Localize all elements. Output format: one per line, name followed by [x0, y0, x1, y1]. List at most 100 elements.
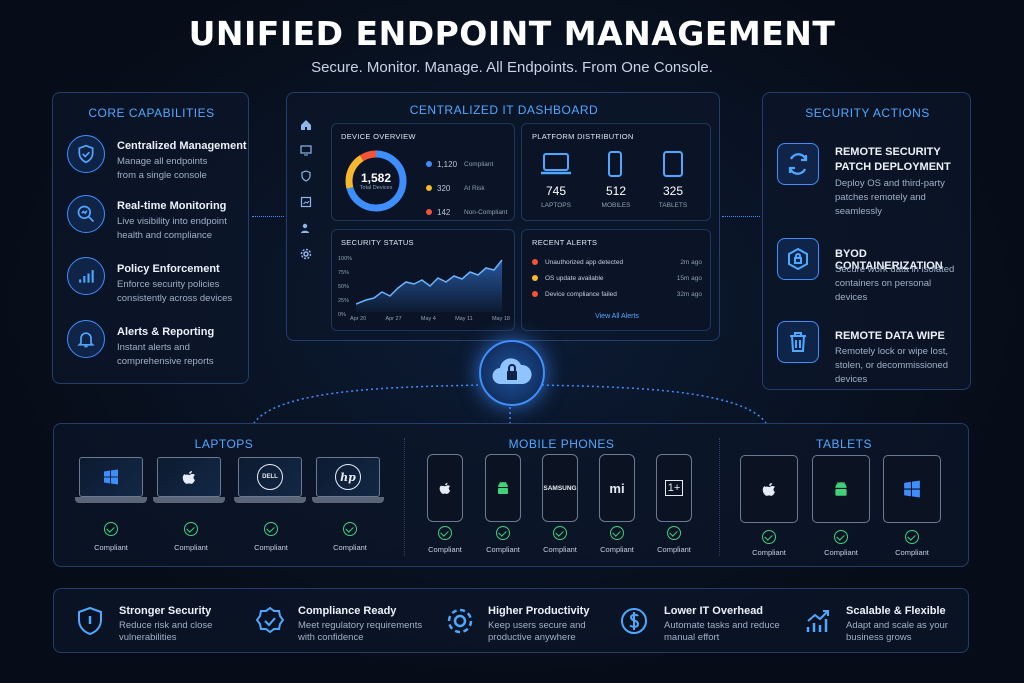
- phone-oneplus[interactable]: 1+: [656, 454, 692, 522]
- cloud-connector-lines: [253, 384, 767, 425]
- tablets-count: 325: [662, 184, 684, 198]
- compliant-check-icon: [610, 526, 624, 540]
- connector-line: [252, 216, 284, 217]
- core-item-title: Alerts & Reporting: [117, 326, 215, 338]
- phone-apple[interactable]: [427, 454, 463, 522]
- page-subtitle: Secure. Monitor. Manage. All Endpoints. …: [311, 59, 713, 76]
- badge-check-icon: [252, 603, 288, 639]
- phone-samsung[interactable]: SAMSUNG: [542, 454, 578, 522]
- device-status-label: Compliant: [657, 545, 691, 554]
- donut-segment-at-risk: [345, 150, 407, 212]
- core-item-title: Centralized Management: [117, 140, 247, 152]
- laptops-count: 745: [545, 184, 567, 198]
- monitor-icon[interactable]: [300, 144, 312, 156]
- donut-segment-non-compliant: [345, 150, 407, 212]
- tablet-apple[interactable]: [740, 455, 798, 523]
- compliant-check-icon: [184, 522, 198, 536]
- page-title: UNIFIED ENDPOINT MANAGEMENT: [188, 14, 836, 53]
- dashboard-panel: CENTRALIZED IT DASHBOARD DEVICE OVERVIEW…: [286, 92, 720, 341]
- reports-icon[interactable]: [300, 196, 312, 208]
- apple-logo-icon: [182, 471, 195, 484]
- shield-check-icon: [67, 135, 105, 173]
- laptop-icon: [541, 153, 571, 175]
- platform-distribution-card: PLATFORM DISTRIBUTION 745 512 325 LAPTOP…: [521, 123, 711, 221]
- apple-logo-icon: [762, 483, 775, 496]
- view-all-alerts-link[interactable]: View All Alerts: [595, 313, 639, 320]
- total-devices-value: 1,582: [360, 171, 392, 185]
- phone-android[interactable]: [485, 454, 521, 522]
- tablet-android[interactable]: [812, 455, 870, 523]
- tablet-windows[interactable]: [883, 455, 941, 523]
- container-lock-icon: [777, 238, 819, 280]
- device-status-label: Compliant: [824, 548, 858, 557]
- compliant-check-icon: [905, 530, 919, 544]
- shield-nav-icon[interactable]: [300, 170, 312, 182]
- laptop-hp[interactable]: hp: [312, 457, 384, 505]
- device-status-label: Compliant: [428, 545, 462, 554]
- benefit-title: Higher Productivity: [488, 605, 590, 617]
- compliant-check-icon: [438, 526, 452, 540]
- home-icon[interactable]: [300, 119, 312, 131]
- phone-xiaomi[interactable]: mi: [599, 454, 635, 522]
- benefit-title: Scalable & Flexible: [846, 605, 946, 617]
- windows-logo-icon: [104, 469, 118, 485]
- divider: [404, 438, 405, 556]
- connector-line: [722, 216, 760, 217]
- core-capabilities-heading: CORE CAPABILITIES: [88, 106, 215, 120]
- divider: [719, 438, 720, 556]
- android-logo-icon: [835, 481, 847, 496]
- bell-icon: [67, 320, 105, 358]
- mobile-phones-heading: MOBILE PHONES: [508, 437, 615, 451]
- total-devices-label: Total Devices: [359, 185, 393, 191]
- compliant-check-icon: [667, 526, 681, 540]
- security-status-area-chart: [356, 259, 503, 312]
- gear-icon: [442, 603, 478, 639]
- device-donut-chart: [345, 150, 407, 212]
- laptops-label: LAPTOPS: [541, 202, 571, 209]
- laptops-heading: LAPTOPS: [194, 437, 254, 451]
- device-status-label: Compliant: [543, 545, 577, 554]
- magnifier-chart-icon: [67, 195, 105, 233]
- users-icon[interactable]: [300, 222, 312, 234]
- mobiles-count: 512: [605, 184, 627, 198]
- laptop-dell[interactable]: DELL: [234, 457, 306, 505]
- trash-icon: [777, 321, 819, 363]
- compliant-check-icon: [553, 526, 567, 540]
- gear-icon[interactable]: [300, 248, 312, 260]
- tablets-heading: TABLETS: [816, 437, 872, 451]
- device-status-label: Compliant: [174, 543, 208, 552]
- core-item-title: Real-time Monitoring: [117, 200, 227, 212]
- tablet-icon: [663, 151, 683, 177]
- security-item-title: BYOD CONTAINERIZATION: [835, 248, 943, 272]
- tablets-label: TABLETS: [658, 202, 688, 209]
- mobile-icon: [608, 151, 622, 177]
- dell-logo-icon: DELL: [257, 464, 283, 490]
- laptop-windows[interactable]: [75, 457, 147, 505]
- bar-chart-icon: [67, 257, 105, 295]
- dollar-icon: [616, 603, 652, 639]
- devices-panel: LAPTOPS MOBILE PHONES TABLETS DELL hp SA…: [53, 423, 969, 567]
- security-status-label: SECURITY STATUS: [341, 238, 414, 247]
- laptop-apple[interactable]: [153, 457, 225, 505]
- refresh-icon: [777, 143, 819, 185]
- security-item-title: REMOTE DATA WIPE: [835, 330, 945, 342]
- device-status-label: Compliant: [486, 545, 520, 554]
- security-status-yticks: 100%75%50%25%0%: [338, 256, 353, 318]
- compliant-check-icon: [264, 522, 278, 536]
